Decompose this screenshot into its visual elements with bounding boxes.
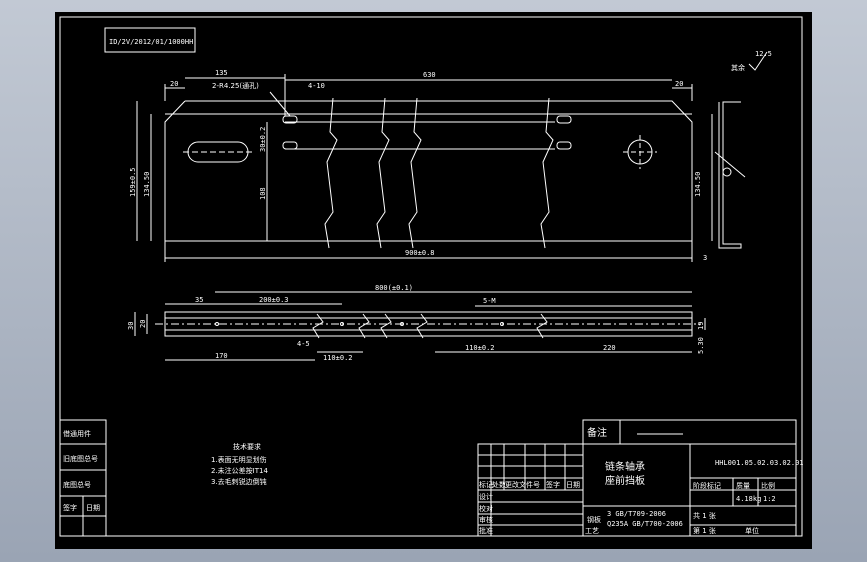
sheet-frame (59, 16, 803, 537)
tb-sign: 签字 (546, 480, 560, 489)
hole-mark (215, 322, 219, 326)
small-hole-3 (556, 115, 572, 124)
corner-code-box (104, 27, 196, 53)
left-revision-strip: 借通用件 旧底图总号 底图总号 签字 日期 (59, 419, 107, 537)
title-block: 备注 标记 处数 更改文件号 签字 日期 设计 校对 审核 批准 链条轴承 座前… (477, 419, 804, 537)
note-line-3: 3.去毛刺锐边倒钝 (211, 477, 267, 486)
hole-mark (340, 322, 344, 326)
scale-value: 1:2 (763, 495, 776, 503)
dim-108: 108 (259, 187, 267, 200)
leader-hole (269, 91, 291, 117)
strip-label-0: 借通用件 (63, 429, 91, 438)
dim-35: 35 (195, 296, 203, 304)
dim-900: 900±0.8 (405, 249, 435, 257)
dim-5: 5.30 (697, 337, 705, 354)
strip-label-4: 日期 (86, 504, 100, 512)
tb-audit: 审核 (479, 515, 493, 524)
break-mark (536, 313, 548, 339)
process-label: 工艺 (585, 527, 599, 535)
tb-file-no: 更改文件号 (505, 480, 540, 489)
notes-title: 技术要求 (233, 442, 261, 451)
tb-check: 校对 (479, 504, 493, 513)
strip-label-3: 签字 (63, 503, 77, 512)
dim-630: 630 (423, 71, 436, 79)
dim-134-left: 134.50 (143, 172, 151, 197)
side-view (718, 101, 742, 249)
break-mark (358, 313, 370, 339)
dim-110a: 110±0.2 (323, 354, 353, 362)
dim-220: 220 (603, 344, 616, 352)
dim-30: 30±0.2 (259, 127, 267, 152)
break-line-3 (408, 97, 422, 249)
hole-mark (400, 322, 404, 326)
side-detail-circle (722, 167, 732, 177)
material-line2: Q235A GB/T700-2006 (607, 520, 683, 528)
break-line-1 (324, 97, 338, 249)
break-mark (380, 313, 392, 339)
top-view: 20 135 2-R4.25(通孔) 4-10 630 20 159±0.5 1… (129, 50, 772, 262)
remark-label: 备注 (587, 426, 607, 439)
strip-label-2: 底图总号 (63, 480, 91, 489)
dim-20-left: 20 (139, 320, 147, 328)
corner-code: ID/2V/2012/01/1000HH (109, 38, 193, 46)
dim-135: 135 (215, 69, 228, 77)
dim-200: 200±0.3 (259, 296, 289, 304)
dim-170: 170 (215, 352, 228, 360)
tb-approve: 批准 (479, 526, 493, 535)
technical-notes: 技术要求 1.表面无明显划伤 2.未注公差按IT14 3.去毛刺锐边倒钝 (211, 442, 268, 486)
dim-134-right: 134.50 (694, 172, 702, 197)
dim-159: 159±0.5 (129, 167, 137, 197)
dim-4-5: 4-5 (297, 340, 310, 348)
mass-label: 质量 (736, 481, 750, 490)
tb-design: 设计 (479, 492, 493, 501)
weight-value: 4.18kg (736, 495, 761, 503)
drawing-number: HHL001.05.02.03.02.01 (715, 459, 804, 467)
bottom-view: 800(±0.1) 35 200±0.3 5-M 30 20 19 5.30 1… (127, 284, 706, 362)
part-name-line1: 链条轴承 (605, 460, 645, 473)
strip-outline (164, 311, 693, 337)
roughness-value: 12.5 (755, 50, 772, 58)
remark-box (582, 419, 797, 445)
scale-label: 比例 (761, 481, 775, 490)
tb-date: 日期 (566, 481, 580, 489)
note-line-2: 2.未注公差按IT14 (211, 466, 268, 475)
tb-count: 处数 (492, 480, 506, 489)
break-mark (416, 313, 428, 339)
part-name-line2: 座前挡板 (605, 474, 645, 487)
break-line-2 (376, 97, 390, 249)
dim-800: 800(±0.1) (375, 284, 413, 292)
strip-label-1: 旧底图总号 (63, 454, 98, 463)
small-hole-4 (556, 141, 572, 150)
dim-5m: 5-M (483, 297, 496, 305)
stage-label: 阶段标记 (693, 481, 721, 490)
note-line-1: 1.表面无明显划伤 (211, 455, 267, 464)
sheet-page: 第 1 张 (693, 526, 716, 535)
drawing-canvas: ID/2V/2012/01/1000HH 20 1 (59, 16, 804, 537)
hole-note: 2-R4.25(通孔) (212, 81, 259, 90)
dim-19: 19 (697, 322, 705, 330)
hole-mark (500, 322, 504, 326)
company-label: 单位 (745, 526, 759, 535)
tb-marks: 标记 (479, 480, 493, 489)
sheet-count: 共 1 张 (693, 511, 716, 520)
dim-4-10: 4-10 (308, 82, 325, 90)
dim-20-left: 20 (170, 80, 178, 88)
side-leader (714, 151, 746, 178)
dim-110b: 110±0.2 (465, 344, 495, 352)
dim-3: 3 (703, 254, 707, 262)
break-mark (312, 313, 324, 339)
dim-20-right: 20 (675, 80, 683, 88)
drawing-sheet[interactable]: ID/2V/2012/01/1000HH 20 1 (55, 12, 812, 549)
roughness-symbol (748, 51, 768, 71)
break-line-4 (540, 97, 554, 249)
dim-30-left: 30 (127, 322, 135, 330)
material-line1: 3 GB/T709-2006 (607, 510, 666, 518)
material-label: 钢板 (587, 515, 601, 524)
roughness-prefix: 其余 (731, 63, 745, 72)
small-hole-2 (282, 141, 298, 150)
